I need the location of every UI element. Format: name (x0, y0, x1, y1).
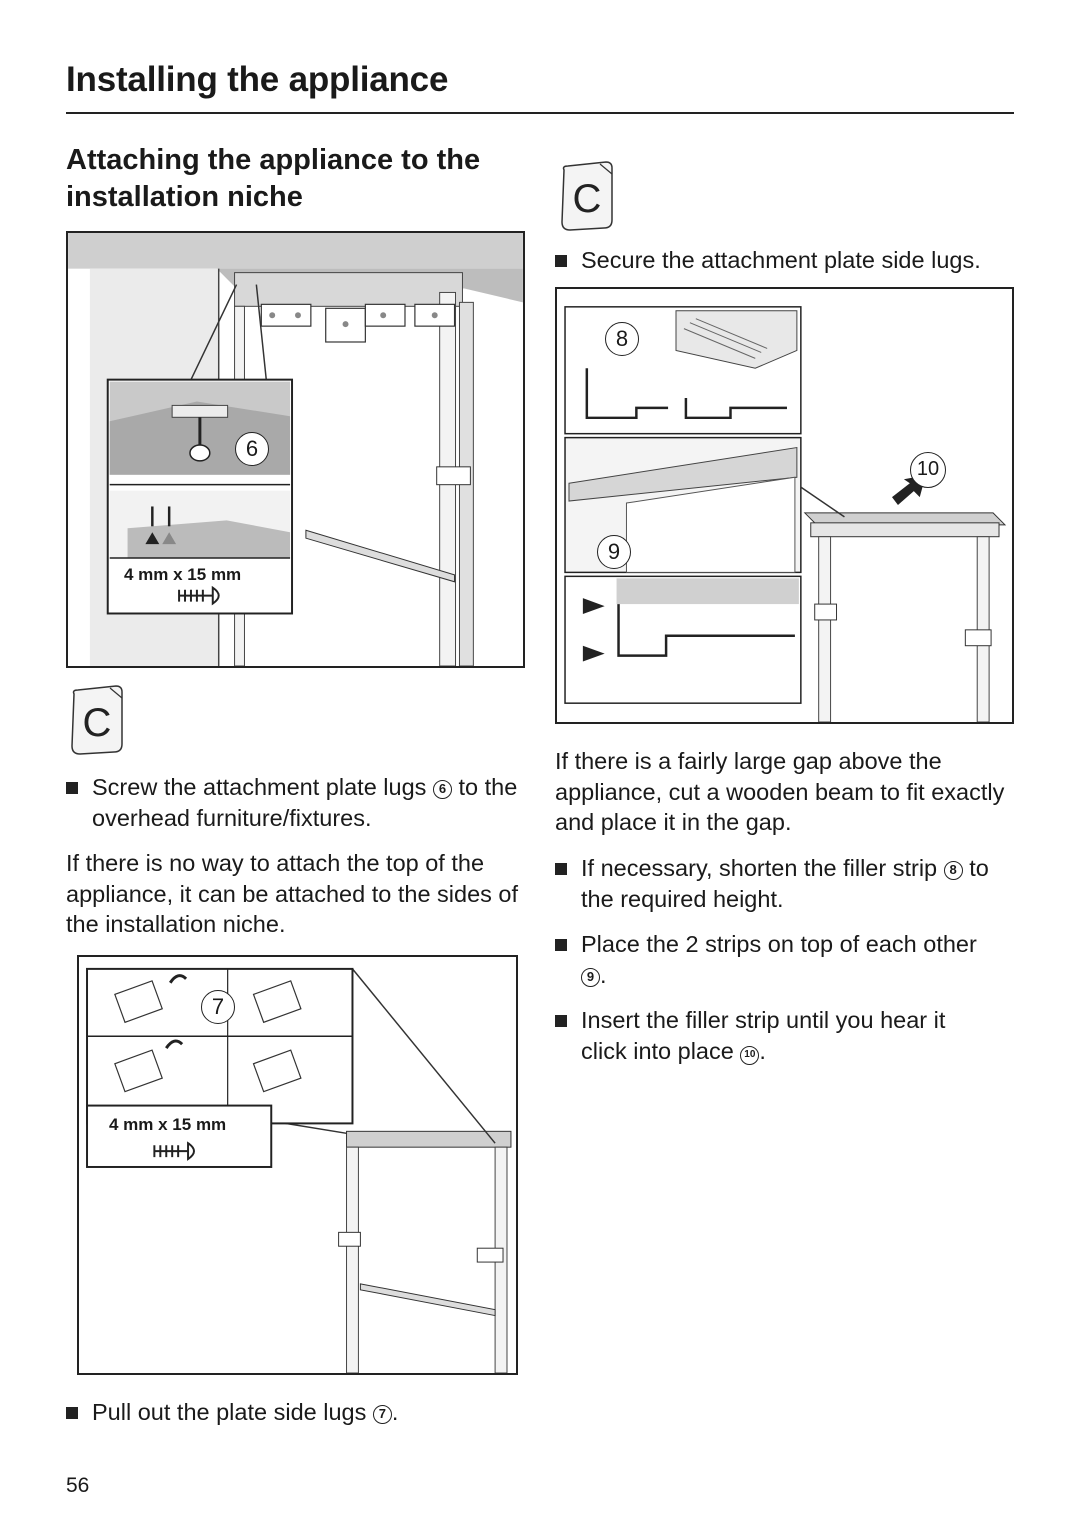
accessory-bag-icon: C (68, 684, 126, 756)
figure-filler-strip: 8 9 10 (555, 287, 1014, 724)
figure-side-attachment: 7 4 mm x 15 mm (77, 955, 518, 1375)
figure-overhead-attachment: 6 4 mm x 15 mm (66, 231, 525, 668)
left-bullet-2-text: Pull out the plate side lugs (92, 1399, 367, 1425)
right-bullet-place-strips: Place the 2 strips on top of each other … (555, 929, 995, 990)
section-heading: Attaching the appliance to the installat… (66, 142, 536, 216)
callout-7: 7 (201, 990, 235, 1024)
ref-7-marker: 7 (372, 1405, 392, 1424)
side-attachment-illustration (79, 957, 516, 1373)
title-divider (66, 112, 1014, 114)
callout-9: 9 (597, 535, 631, 569)
ref-9-marker: 9 (581, 967, 600, 987)
ref-8-marker: 8 (943, 861, 963, 880)
callout-8: 8 (605, 322, 639, 356)
right-bullet-shorten-strip: If necessary, shorten the filler strip 8… (555, 853, 1015, 914)
left-paragraph-no-top-attach: If there is no way to attach the top of … (66, 850, 519, 937)
right-paragraph-gap: If there is a fairly large gap above the… (555, 748, 1005, 835)
section-heading-line-1: Attaching the appliance to the (66, 144, 481, 176)
page-title: Installing the appliance (66, 60, 449, 99)
right-bullet-secure-lugs: Secure the attachment plate side lugs. (555, 245, 1025, 276)
right-bullet-3-text: Place the 2 strips on top of each other (581, 931, 977, 957)
right-bullet-2-text-b: to the required height. (581, 855, 989, 912)
right-bullet-4-text: Insert the filler strip until you hear i… (581, 1007, 946, 1064)
callout-10: 10 (910, 452, 946, 488)
right-bullet-2-text-a: If necessary, shorten the filler strip (581, 855, 938, 881)
accessory-bag-icon: C (558, 160, 616, 232)
accessory-bag-letter: C (83, 701, 112, 745)
callout-6: 6 (235, 432, 269, 466)
right-bullet-insert-strip: Insert the filler strip until you hear i… (555, 1005, 995, 1066)
left-bullet-screw-lugs: Screw the attachment plate lugs 6 to the… (66, 772, 528, 833)
filler-strip-illustration (557, 289, 1012, 722)
section-heading-line-2: installation niche (66, 181, 303, 213)
ref-10-marker: 10 (740, 1045, 760, 1065)
left-bullet-pull-lugs: Pull out the plate side lugs 7. (66, 1397, 526, 1428)
left-bullet-1-text-b: to the overhead furniture/fixtures. (92, 774, 518, 831)
ref-6-marker: 6 (432, 780, 452, 799)
screw-size-label: 4 mm x 15 mm (109, 1115, 227, 1134)
page-number: 56 (66, 1474, 90, 1497)
overhead-attachment-illustration (68, 233, 523, 666)
screw-size-label: 4 mm x 15 mm (124, 565, 242, 584)
left-bullet-1-text-a: Screw the attachment plate lugs (92, 774, 427, 800)
accessory-bag-letter: C (573, 177, 602, 221)
